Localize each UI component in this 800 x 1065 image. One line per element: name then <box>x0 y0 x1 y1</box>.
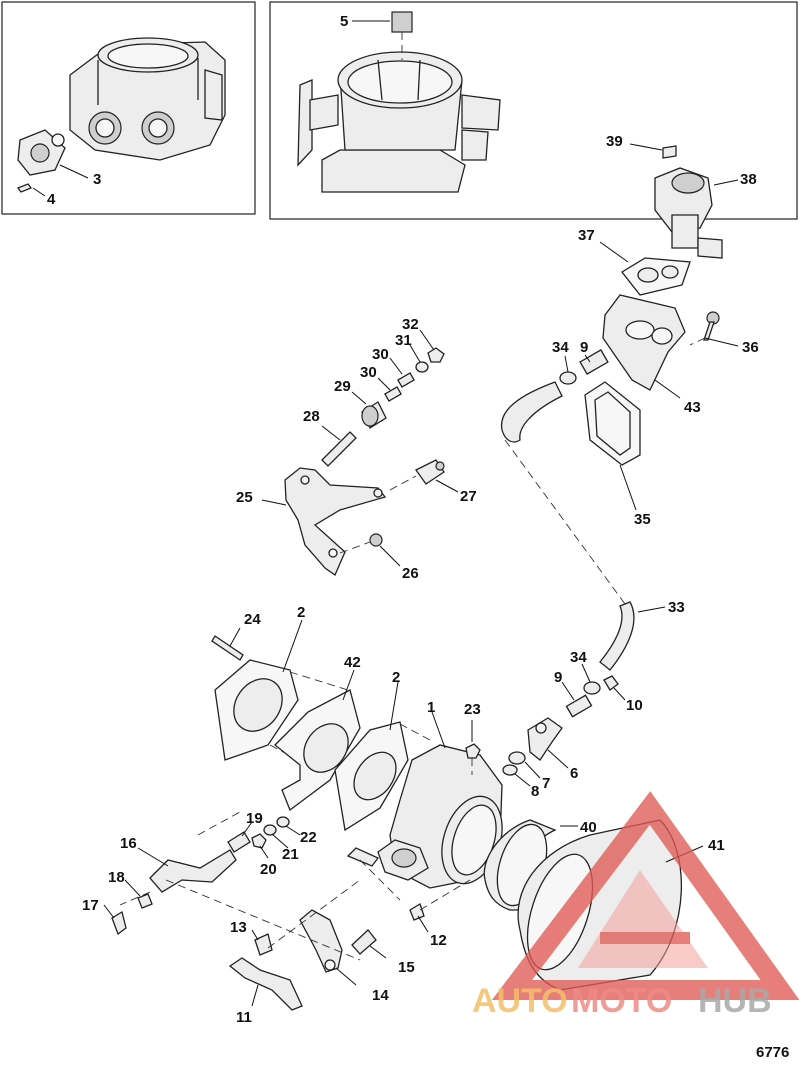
clamp-34-upper <box>559 355 577 385</box>
bolt-19 <box>227 821 253 853</box>
gasket-37 <box>599 241 691 296</box>
callout-6: 6 <box>570 765 578 782</box>
callout-40: 40 <box>580 819 597 836</box>
washer-31 <box>409 344 429 373</box>
callout-43: 43 <box>684 399 701 416</box>
callout-12: 12 <box>430 932 447 949</box>
callout-37: 37 <box>578 227 595 244</box>
callout-3: 3 <box>93 171 101 188</box>
gasket-35 <box>584 381 641 511</box>
stud-24 <box>211 627 244 661</box>
callout-13: 13 <box>230 919 247 936</box>
callout-2-right: 2 <box>392 669 400 686</box>
inset-box-left <box>1 1 256 215</box>
callout-25: 25 <box>236 489 253 506</box>
callout-39: 39 <box>606 133 623 150</box>
callout-41: 41 <box>708 837 725 854</box>
callout-19: 19 <box>246 810 263 827</box>
callout-18: 18 <box>108 869 125 886</box>
idle-air-control-valve <box>629 143 739 259</box>
callout-8: 8 <box>531 783 539 800</box>
bolt-26 <box>339 533 401 567</box>
clamp-10 <box>603 675 626 701</box>
screw-13 <box>251 929 273 956</box>
callout-33: 33 <box>668 599 685 616</box>
callout-20: 20 <box>260 861 277 878</box>
stud-28 <box>321 425 357 467</box>
callout-15: 15 <box>398 959 415 976</box>
callout-38: 38 <box>740 171 757 188</box>
inset-right-throttle-body <box>297 11 501 193</box>
callout-30a: 30 <box>360 364 377 381</box>
lever-14 <box>299 909 357 986</box>
callout-21: 21 <box>282 846 299 863</box>
gasket-42 <box>274 669 361 812</box>
callout-11: 11 <box>236 1009 252 1026</box>
callout-9-lower: 9 <box>554 669 562 686</box>
gasket-2-right <box>334 681 431 832</box>
callout-labels: 1 2 2 3 4 5 6 7 8 9 9 10 11 12 13 14 15 … <box>47 13 759 1026</box>
callout-16: 16 <box>120 835 137 852</box>
figure-number: 6776 <box>756 1044 789 1061</box>
callout-31: 31 <box>395 332 412 349</box>
fitting-6 <box>527 717 569 769</box>
callout-27: 27 <box>460 488 477 505</box>
watermark-logo <box>491 791 800 1000</box>
adapter-43 <box>602 294 686 399</box>
nut-18 <box>124 879 153 909</box>
inset-box-right <box>269 1 798 220</box>
callout-22: 22 <box>300 829 317 846</box>
callout-32: 32 <box>402 316 419 333</box>
clamp-34-lower <box>581 663 601 695</box>
callout-36: 36 <box>742 339 759 356</box>
nut-27 <box>389 459 459 493</box>
callout-7: 7 <box>542 775 550 792</box>
gasket-2-left <box>214 619 349 761</box>
bracket-11 <box>228 957 303 1011</box>
inset-left-throttle-body <box>16 37 226 197</box>
watermark-auto: AUTO <box>472 982 568 1020</box>
callout-29: 29 <box>334 378 351 395</box>
screw-12 <box>409 903 429 933</box>
screw-17 <box>103 904 127 936</box>
bracket-25 <box>261 467 387 576</box>
callout-34-upper: 34 <box>552 339 569 356</box>
callout-23: 23 <box>464 701 481 718</box>
bushing-30 <box>377 357 415 402</box>
callout-1: 1 <box>427 699 435 716</box>
fitting-9-lower <box>561 681 593 718</box>
watermark-moto: MOTO <box>571 982 672 1020</box>
callout-5: 5 <box>340 13 348 30</box>
o-ring-7 <box>508 751 541 779</box>
callout-34-lower: 34 <box>570 649 587 666</box>
callout-4: 4 <box>47 191 56 208</box>
watermark-hub: HUB <box>698 982 772 1020</box>
watermark-text: AUTO MOTO HUB <box>472 982 772 1020</box>
link-16 <box>137 847 237 893</box>
nut-23 <box>465 720 481 775</box>
callout-14: 14 <box>372 987 389 1004</box>
callout-30b: 30 <box>372 346 389 363</box>
spacer-29 <box>351 391 387 429</box>
callout-26: 26 <box>402 565 419 582</box>
callout-17: 17 <box>82 897 99 914</box>
nut-32 <box>419 329 445 363</box>
washer-22 <box>276 816 301 836</box>
o-ring-8 <box>502 764 531 787</box>
callout-2-left: 2 <box>297 604 305 621</box>
fitting-9-upper <box>579 349 609 375</box>
nut-20 <box>251 833 269 859</box>
screw-36 <box>689 311 739 347</box>
callout-24: 24 <box>244 611 261 628</box>
callout-42: 42 <box>344 654 361 671</box>
hose-33 <box>500 381 666 671</box>
callout-10: 10 <box>626 697 643 714</box>
callout-28: 28 <box>303 408 320 425</box>
callout-9-upper: 9 <box>580 339 588 356</box>
screw-15 <box>351 929 387 959</box>
callout-35: 35 <box>634 511 651 528</box>
washer-21 <box>263 824 289 849</box>
